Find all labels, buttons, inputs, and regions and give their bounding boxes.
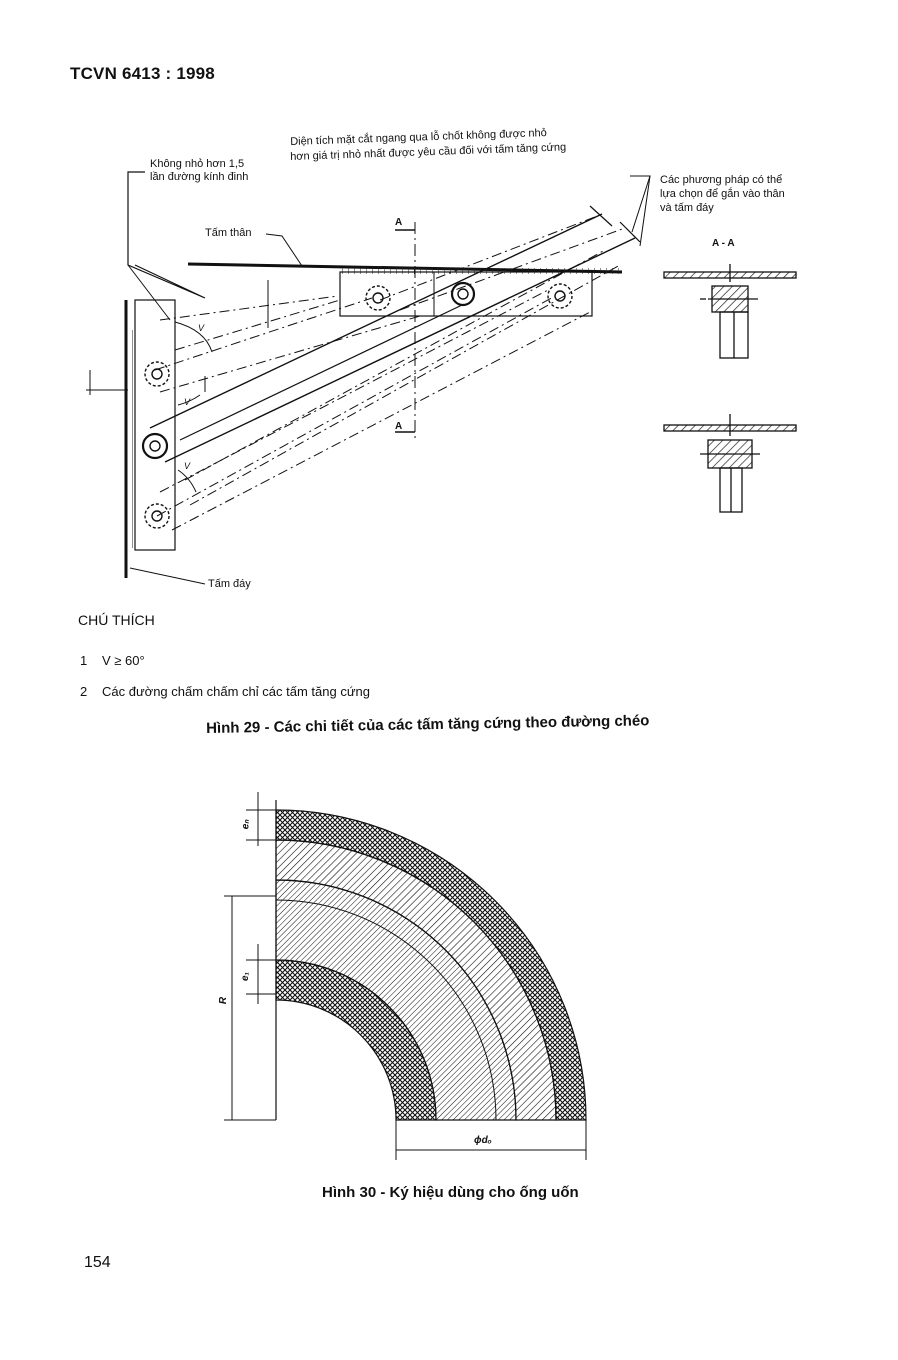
figure-29-caption: Hình 29 - Các chi tiết của các tấm tăng …: [206, 712, 650, 737]
leader-line-body-plate: [265, 233, 303, 267]
note-text: V ≥ 60°: [102, 653, 145, 668]
diagonal-stiffener-inner-line: [179, 304, 463, 441]
notes-title: CHÚ THÍCH: [78, 612, 155, 628]
label-dimension-d0: ϕdₒ: [474, 1135, 492, 1146]
document-header: TCVN 6413 : 1998: [70, 64, 215, 83]
label-dimension-e1: e₁: [240, 971, 252, 982]
figure-29-caption-text: Các chi tiết của các tấm tăng cứng theo …: [273, 712, 650, 736]
label-section-mark-bottom: A: [395, 421, 403, 432]
label-angle-v-1: V: [198, 323, 205, 333]
end-cut-1: [589, 205, 613, 227]
leader-line-min-diameter-2: [127, 264, 171, 321]
base-plate-weld: [129, 330, 135, 548]
figure-29-drawing: [86, 171, 797, 585]
note-number: 2: [80, 684, 88, 699]
label-dimension-en: eₙ: [240, 819, 252, 830]
angle-arcs: [174, 321, 213, 493]
label-methods-line-2: lựa chọn để gắn vào thân: [660, 188, 785, 200]
top-gusset-plate: [339, 271, 593, 317]
diagonal-stiffener-lower-edge: [164, 237, 636, 463]
pipe-centerline-arc: [275, 899, 497, 1121]
section-view-1: [663, 264, 797, 359]
note-item-2: 2 Các đường chấm chấm chỉ các tấm tăng cứ…: [80, 684, 370, 699]
note-number: 1: [80, 653, 88, 668]
side-gusset-plate: [134, 299, 176, 551]
label-section-a-a: A - A: [712, 238, 735, 249]
note-item-1: 1 V ≥ 60°: [80, 653, 145, 668]
figure-29-caption-prefix: Hình 29 -: [206, 718, 270, 737]
label-methods-line-1: Các phương pháp có thể: [660, 174, 783, 186]
end-cut-2: [619, 221, 641, 243]
pin-holes: [141, 281, 573, 529]
label-body-plate: Tấm thân: [205, 227, 252, 239]
leader-line-methods: [630, 175, 651, 233]
label-angle-v-3: V: [184, 461, 191, 471]
figure-30-drawing: [224, 792, 587, 1160]
label-section-mark-top: A: [395, 217, 403, 228]
label-base-plate: Tấm đáy: [208, 578, 251, 590]
label-min-diameter-line-2: lần đường kính đinh: [150, 171, 249, 183]
section-view-2: [663, 414, 797, 513]
leader-line-methods-2: [639, 175, 651, 247]
label-methods-line-3: và tấm đáy: [660, 202, 714, 214]
label-dimension-r: R: [218, 996, 230, 1005]
label-min-diameter-line-1: Không nhỏ hơn 1,5: [150, 158, 245, 170]
pipe-inner-layer: [275, 959, 437, 1121]
leader-line-base-plate: [129, 567, 206, 585]
page-number: 154: [84, 1254, 111, 1271]
label-angle-v-2: V: [184, 397, 191, 407]
note-text: Các đường chấm chấm chỉ các tấm tăng cứn…: [102, 684, 370, 699]
figure-30-caption: Hình 30 - Ký hiệu dùng cho ống uốn: [322, 1184, 579, 1201]
diagonal-stiffener-upper-edge: [149, 213, 603, 429]
leader-line-min-diameter: [127, 171, 206, 299]
dashed-stiffener-lines: [154, 214, 626, 531]
